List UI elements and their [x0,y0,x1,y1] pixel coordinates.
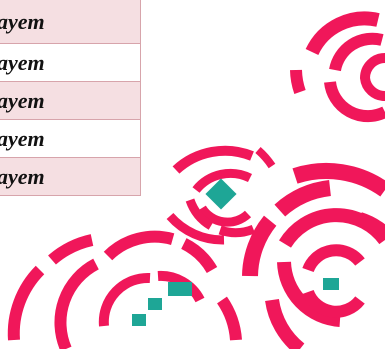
table-row: ayem [0,44,141,82]
block-marker-icon [132,314,146,326]
table-cell: ayem [0,87,45,113]
diamond-icon [205,178,237,210]
table-cell: ayem [0,125,45,151]
table-cell: ayem [0,163,45,189]
table-row: ayem [0,82,141,120]
word-table: ayem ayem ayem ayem ayem [0,0,141,196]
block-marker-icon [148,298,162,310]
target-large-right [242,162,385,349]
table-cell: ayem [0,49,45,75]
table-row: ayem [0,120,141,158]
target-bottom-left [7,230,242,349]
table-row: ayem [0,0,141,44]
block-marker-icon [168,282,192,296]
target-top-right [290,11,385,123]
table-row: ayem [0,158,141,196]
table-cell: ayem [0,8,45,34]
target-middle [166,145,276,245]
square-marker-icon [323,278,339,290]
